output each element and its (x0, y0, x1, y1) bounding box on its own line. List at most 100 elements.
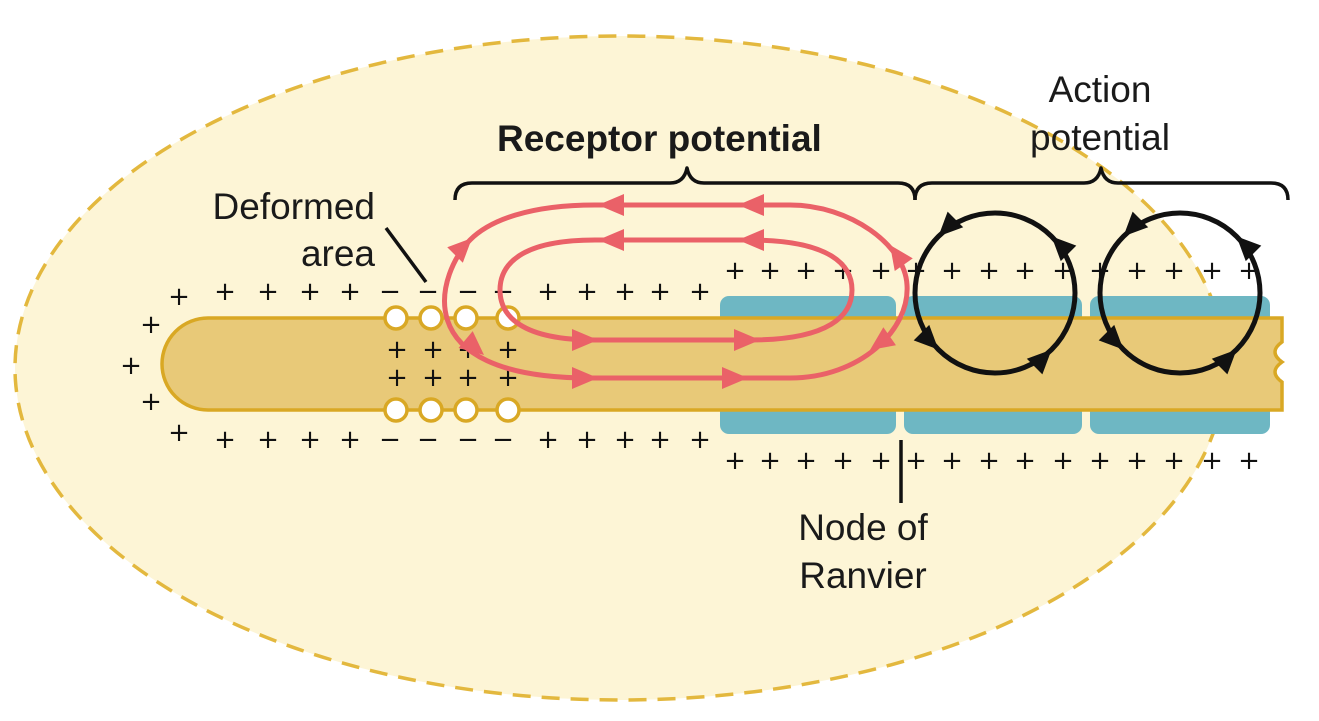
arrowhead (1098, 324, 1124, 350)
arrowhead (1236, 236, 1262, 262)
plus-sign: + (1201, 446, 1223, 476)
plus-sign: + (1126, 256, 1148, 286)
deformed-area-label-line1: Deformed (212, 186, 375, 227)
plus-sign: + (759, 256, 781, 286)
deformed-area-channels (383, 305, 521, 423)
plus-sign: + (1238, 446, 1260, 476)
plus-sign: + (795, 256, 817, 286)
arrowhead (1123, 211, 1149, 237)
plus-sign: + (795, 446, 817, 476)
plus-sign: + (214, 277, 236, 307)
plus-sign: + (1014, 446, 1036, 476)
minus-sign: − (379, 425, 401, 455)
arrowhead (738, 194, 764, 216)
arrowhead (870, 327, 896, 350)
minus-sign: − (417, 277, 439, 307)
action-current-loop (1097, 210, 1263, 376)
arrowhead (598, 229, 624, 251)
plus-sign: + (140, 310, 162, 340)
plus-sign: + (1201, 256, 1223, 286)
arrowhead (890, 245, 913, 271)
plus-sign: + (941, 446, 963, 476)
minus-sign: − (379, 277, 401, 307)
arrowhead (738, 229, 764, 251)
action-potential-brace (913, 166, 1290, 201)
plus-sign: + (386, 335, 408, 365)
receptor-current-loops (442, 194, 913, 389)
ion-channel (453, 397, 479, 423)
arrowhead (1026, 349, 1052, 375)
plus-sign: + (576, 277, 598, 307)
minus-sign: − (492, 425, 514, 455)
arrowhead (938, 211, 964, 237)
plus-sign: + (689, 277, 711, 307)
plus-sign: + (941, 256, 963, 286)
plus-sign: + (257, 425, 279, 455)
plus-sign: + (1126, 446, 1148, 476)
plus-sign: + (1089, 446, 1111, 476)
plus-sign: + (689, 425, 711, 455)
arrowhead (572, 367, 598, 389)
plus-sign: + (168, 282, 190, 312)
plus-sign: + (457, 363, 479, 393)
plus-sign: + (214, 425, 236, 455)
deformed-area-label-line2: area (300, 233, 375, 274)
plus-sign: + (339, 277, 361, 307)
ion-channel (418, 305, 444, 331)
deformed-area-leader (384, 226, 428, 284)
receptor-potential-label: Receptor potential (497, 118, 822, 159)
plus-sign: + (978, 446, 1000, 476)
plus-sign: + (299, 277, 321, 307)
plus-sign: + (1014, 256, 1036, 286)
plus-sign: + (576, 425, 598, 455)
plus-sign: + (537, 277, 559, 307)
arrowhead (722, 367, 748, 389)
node-of-ranvier-label-line2: Ranvier (799, 555, 927, 596)
action-current-loops (912, 210, 1263, 376)
action-current-loop (912, 210, 1078, 376)
plus-sign: + (422, 363, 444, 393)
arrowhead (1211, 349, 1237, 375)
nerve-fiber (160, 316, 1286, 412)
plus-sign: + (120, 351, 142, 381)
minus-sign: − (492, 277, 514, 307)
action-potential-label-line1: Action (1048, 69, 1152, 110)
plus-sign: + (724, 256, 746, 286)
plus-sign: + (649, 425, 671, 455)
minus-sign: − (457, 277, 479, 307)
plus-sign: + (1163, 446, 1185, 476)
minus-sign: − (417, 425, 439, 455)
plus-sign: + (614, 277, 636, 307)
plus-sign: + (168, 418, 190, 448)
plus-sign: + (614, 425, 636, 455)
arrowhead (572, 329, 598, 351)
ion-channel (453, 305, 479, 331)
plus-sign: + (386, 363, 408, 393)
receptor-potential-brace (453, 166, 917, 201)
ion-channel (383, 305, 409, 331)
arrowhead (734, 329, 760, 351)
plus-sign: + (870, 256, 892, 286)
arrowhead (447, 238, 472, 263)
plus-sign: + (497, 335, 519, 365)
arrowhead (598, 194, 624, 216)
plus-sign: + (978, 256, 1000, 286)
plus-sign: + (537, 425, 559, 455)
ion-channel (418, 397, 444, 423)
ion-channel (495, 397, 521, 423)
ion-channel (383, 397, 409, 423)
plus-sign: + (140, 387, 162, 417)
action-potential-label-line2: potential (1030, 117, 1170, 158)
plus-sign: + (649, 277, 671, 307)
arrowhead (1051, 236, 1077, 262)
arrowhead (458, 331, 484, 355)
minus-sign: − (457, 425, 479, 455)
plus-sign: + (422, 335, 444, 365)
arrowhead (913, 324, 939, 350)
plus-sign: + (759, 446, 781, 476)
plus-sign: + (832, 446, 854, 476)
plus-sign: + (339, 425, 361, 455)
plus-sign: + (724, 446, 746, 476)
